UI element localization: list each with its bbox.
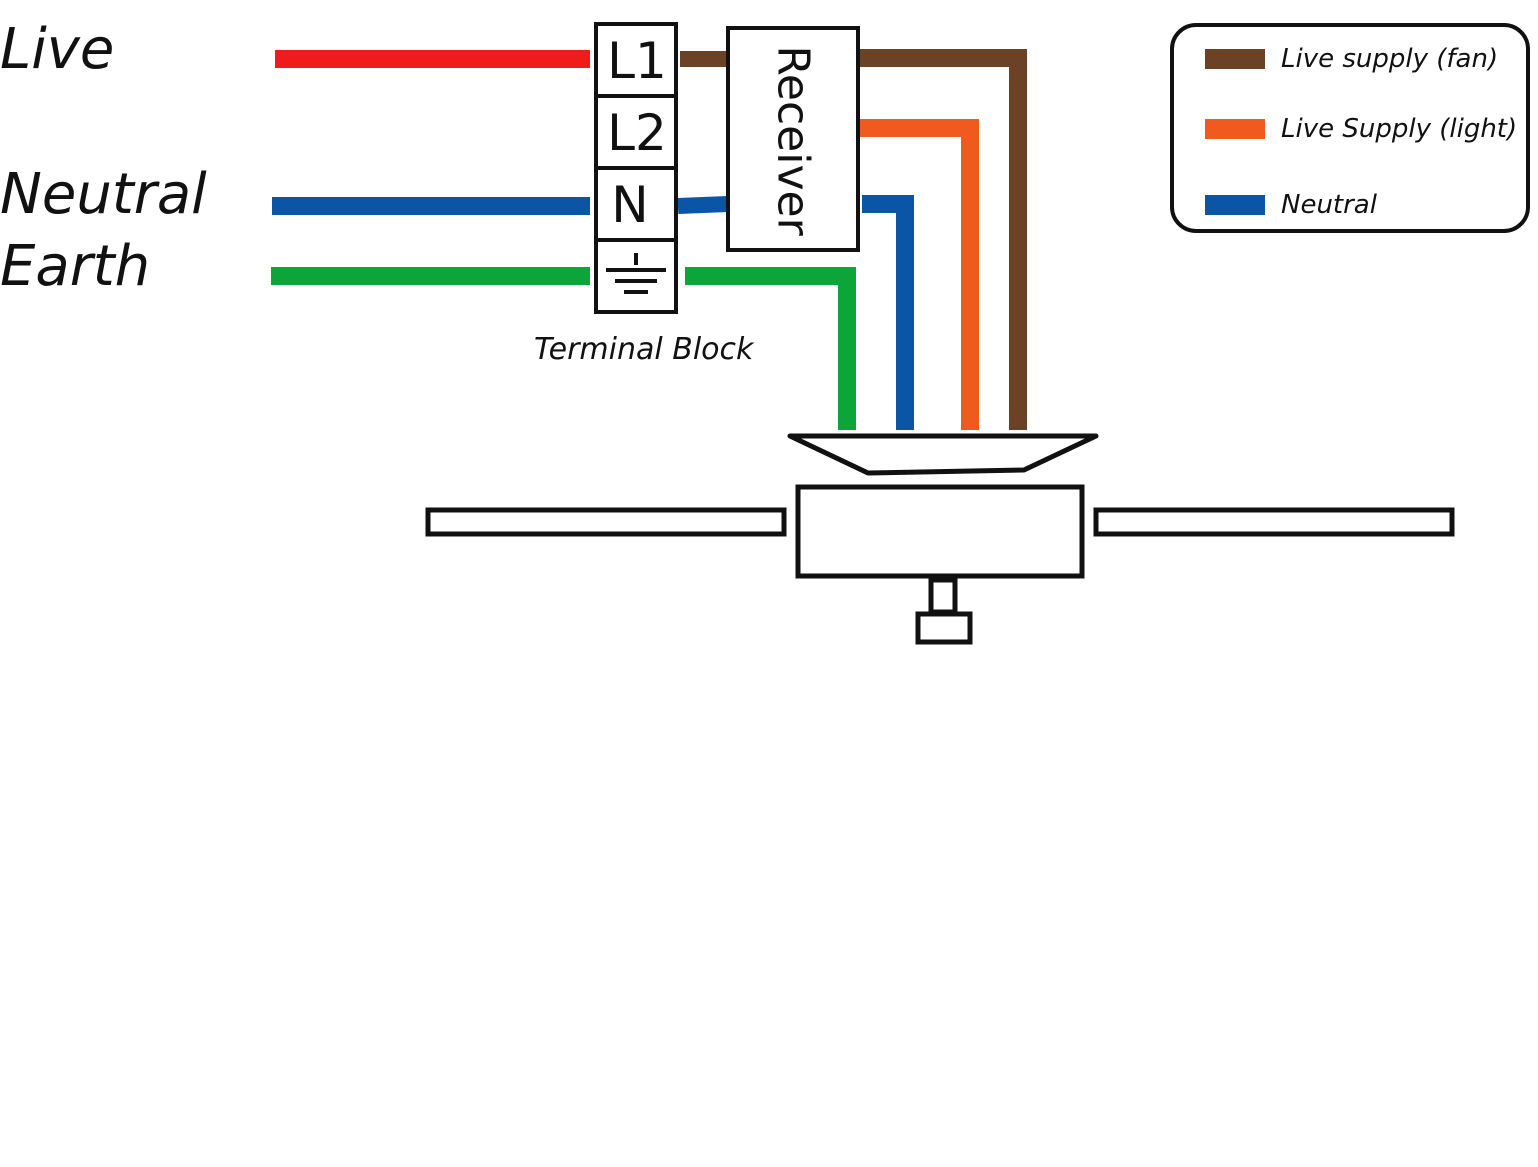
legend-item-light-live: Live Supply (light) [1205,114,1517,144]
fan-blade-right [1093,507,1455,537]
receiver-label-wrap: Receiver [730,30,857,250]
legend-item-neutral: Neutral [1205,190,1377,220]
fan-live-wire [858,49,1027,430]
earth-symbol-icon [606,253,666,294]
legend-label-neutral: Neutral [1281,190,1377,220]
legend-label-fan-live: Live supply (fan) [1281,44,1499,74]
n-to-receiver-wire [677,196,729,214]
light-live-wire [860,119,979,430]
fan-motor-housing [795,484,1085,579]
terminal-l2-label: L2 [607,104,667,162]
legend-swatch-light-live [1205,119,1265,139]
legend-item-fan-live: Live supply (fan) [1205,44,1498,74]
live-label: Live [0,17,115,82]
terminal-n-label: N [611,176,649,234]
legend-label-light-live: Live Supply (light) [1281,114,1518,144]
legend [1170,23,1530,233]
light-stem [928,577,958,615]
fan-neutral-wire [862,195,914,430]
terminal-l1-label: L1 [607,32,667,90]
receiver-box [726,26,860,252]
light-fitting [915,611,973,645]
legend-swatch-fan-live [1205,49,1265,69]
neutral-label: Neutral [0,162,207,227]
receiver-label: Receiver [768,44,820,236]
terminal-block-caption: Terminal Block [534,332,754,367]
earth-label: Earth [0,234,151,299]
fan-earth-wire [685,267,856,430]
legend-swatch-neutral [1205,195,1265,215]
fan-canopy [787,433,1099,476]
fan-blade-left [425,507,787,537]
terminal-earth [594,238,678,314]
terminal-l1 [594,22,678,98]
